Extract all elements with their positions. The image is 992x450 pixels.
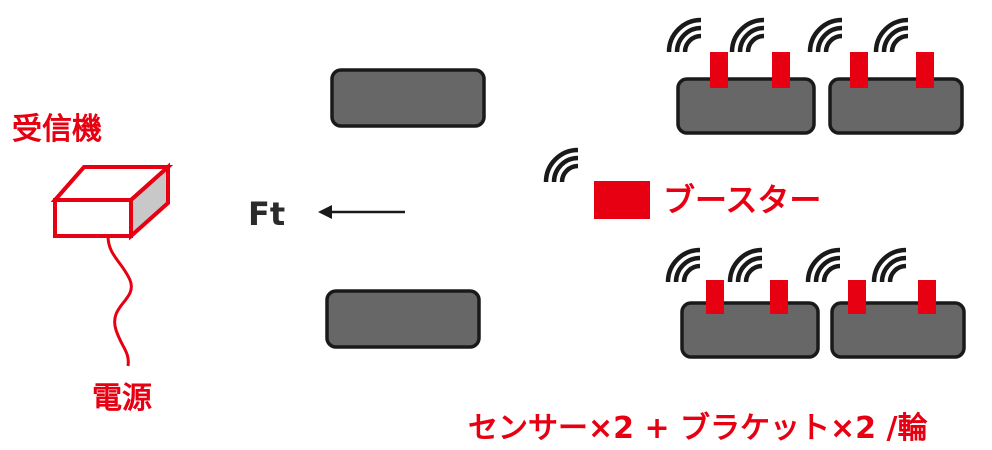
sensor-bracket	[706, 280, 724, 314]
front-tire-label: Ft	[248, 195, 286, 233]
sensor-signal-icon	[808, 250, 840, 282]
rear-right-inner-tire	[680, 301, 820, 359]
sensor-signal-icon	[874, 250, 906, 282]
direction-arrow-left-icon	[318, 205, 405, 219]
sensor-bracket	[772, 52, 790, 88]
sensor-signal-icon	[732, 20, 764, 52]
booster-signal-icon	[546, 150, 578, 182]
sensor-signal-icon	[876, 20, 908, 52]
sensor-bracket	[848, 280, 866, 314]
front-right-tire	[325, 289, 481, 349]
rear-left-outer-tire	[676, 77, 816, 135]
sensor-bracket	[918, 280, 936, 314]
power-cable	[106, 235, 133, 367]
sensor-bracket-note: センサー×2 + ブラケット×2 /輪	[468, 411, 928, 446]
sensor-bracket	[710, 52, 728, 88]
sensor-signal-icon	[810, 20, 842, 52]
sensor-signal-icon	[668, 250, 700, 282]
sensor-bracket	[850, 52, 868, 88]
sensor-signal-icon	[669, 20, 701, 52]
receiver-label: 受信機	[12, 112, 102, 147]
rear-left-inner-tire	[828, 77, 964, 135]
sensor-bracket	[770, 280, 788, 314]
rear-right-outer-tire	[830, 301, 966, 359]
front-left-tire	[330, 68, 486, 128]
booster-label: ブースター	[663, 181, 822, 219]
sensor-signal-icon	[730, 250, 762, 282]
booster-unit	[594, 181, 650, 219]
receiver-unit	[50, 162, 174, 241]
receiver-front-face	[53, 198, 133, 238]
power-label: 電源	[92, 381, 152, 416]
sensor-bracket	[916, 52, 934, 88]
